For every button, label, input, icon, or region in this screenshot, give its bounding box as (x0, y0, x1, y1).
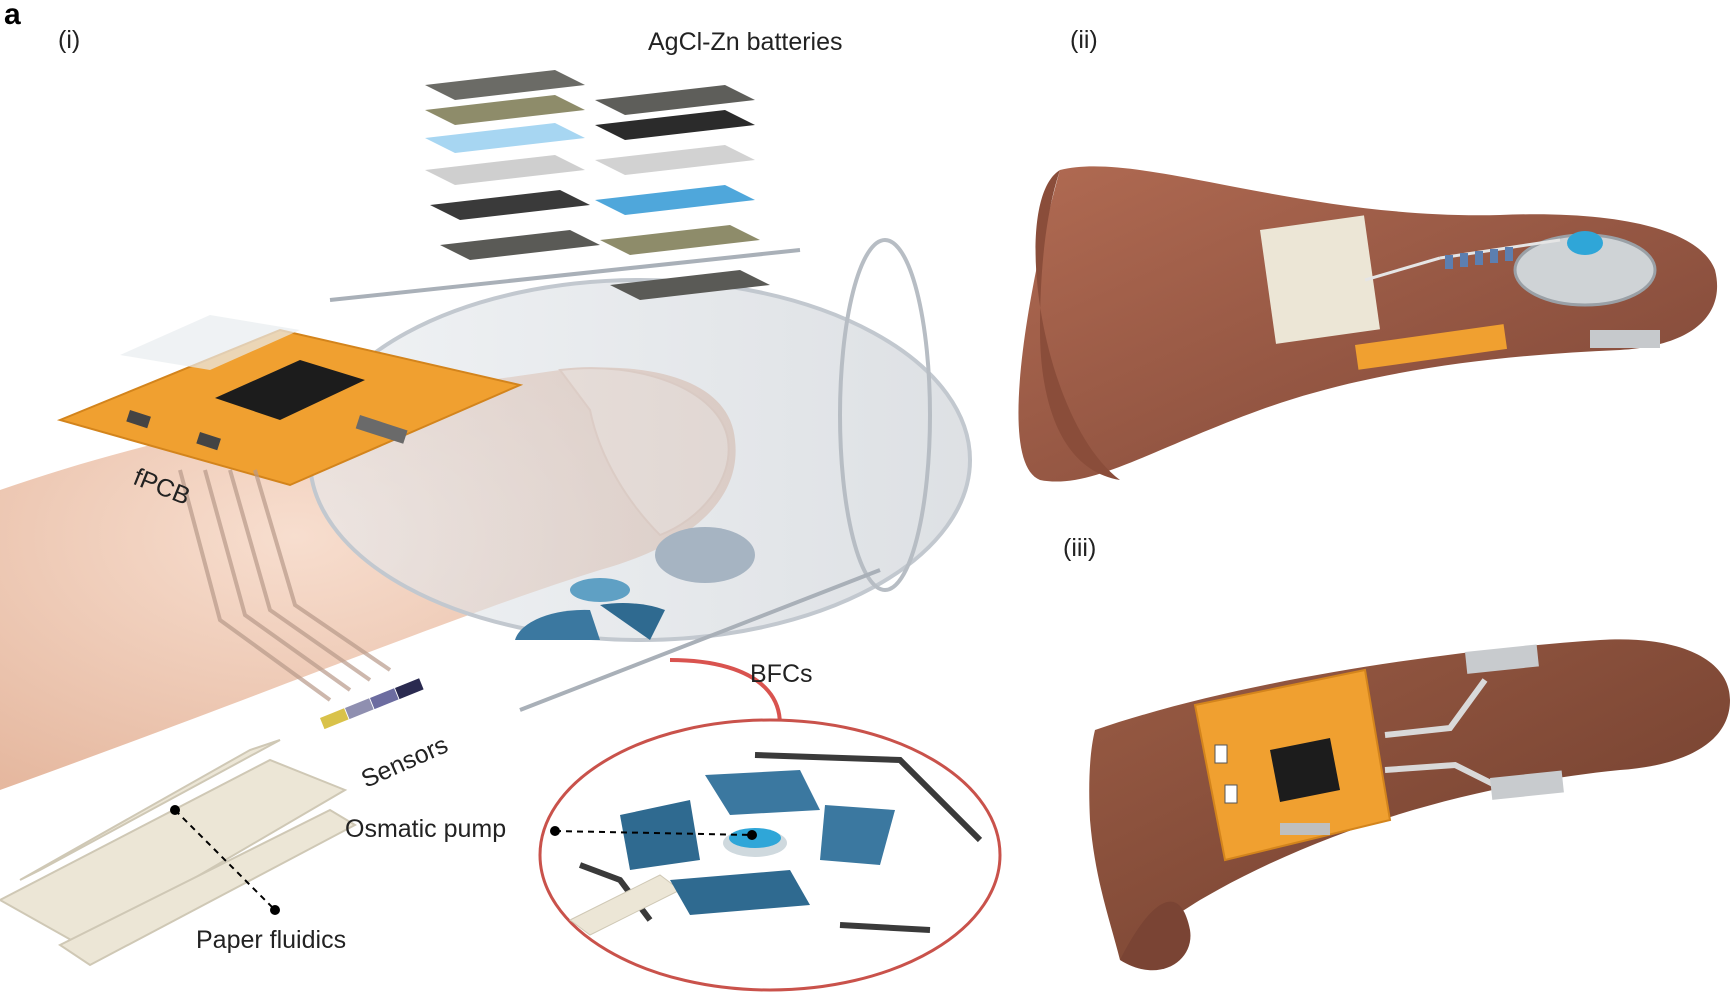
label-batteries: AgCl-Zn batteries (648, 28, 843, 56)
fpcb-board (56, 315, 524, 487)
battery-stack-left (425, 70, 600, 260)
panel-tag-ii: (ii) (1070, 26, 1098, 54)
label-bfcs: BFCs (750, 660, 813, 688)
sensor-electrodes (320, 678, 424, 730)
sensor-traces (178, 469, 392, 702)
paper-fluidics-leader-dot-a (170, 805, 180, 815)
transparent-ring (308, 238, 972, 712)
label-paper-fluidics: Paper fluidics (196, 926, 347, 954)
panel-ii-photo (1018, 166, 1718, 482)
osmotic-pump-inset (538, 718, 1002, 992)
panel-tag-iii: (iii) (1063, 534, 1097, 562)
panel-iii-photo (1089, 639, 1730, 971)
panel-tag-i: (i) (58, 26, 81, 54)
battery-stack-right (595, 85, 770, 300)
panel-letter: a (4, 0, 21, 31)
paper-fluidics-leader (174, 809, 276, 911)
label-osmatic-pump: Osmatic pump (345, 815, 507, 843)
paper-fluidics (0, 739, 358, 967)
paper-fluidics-leader-dot-b (270, 905, 280, 915)
bfc-array (515, 527, 755, 640)
